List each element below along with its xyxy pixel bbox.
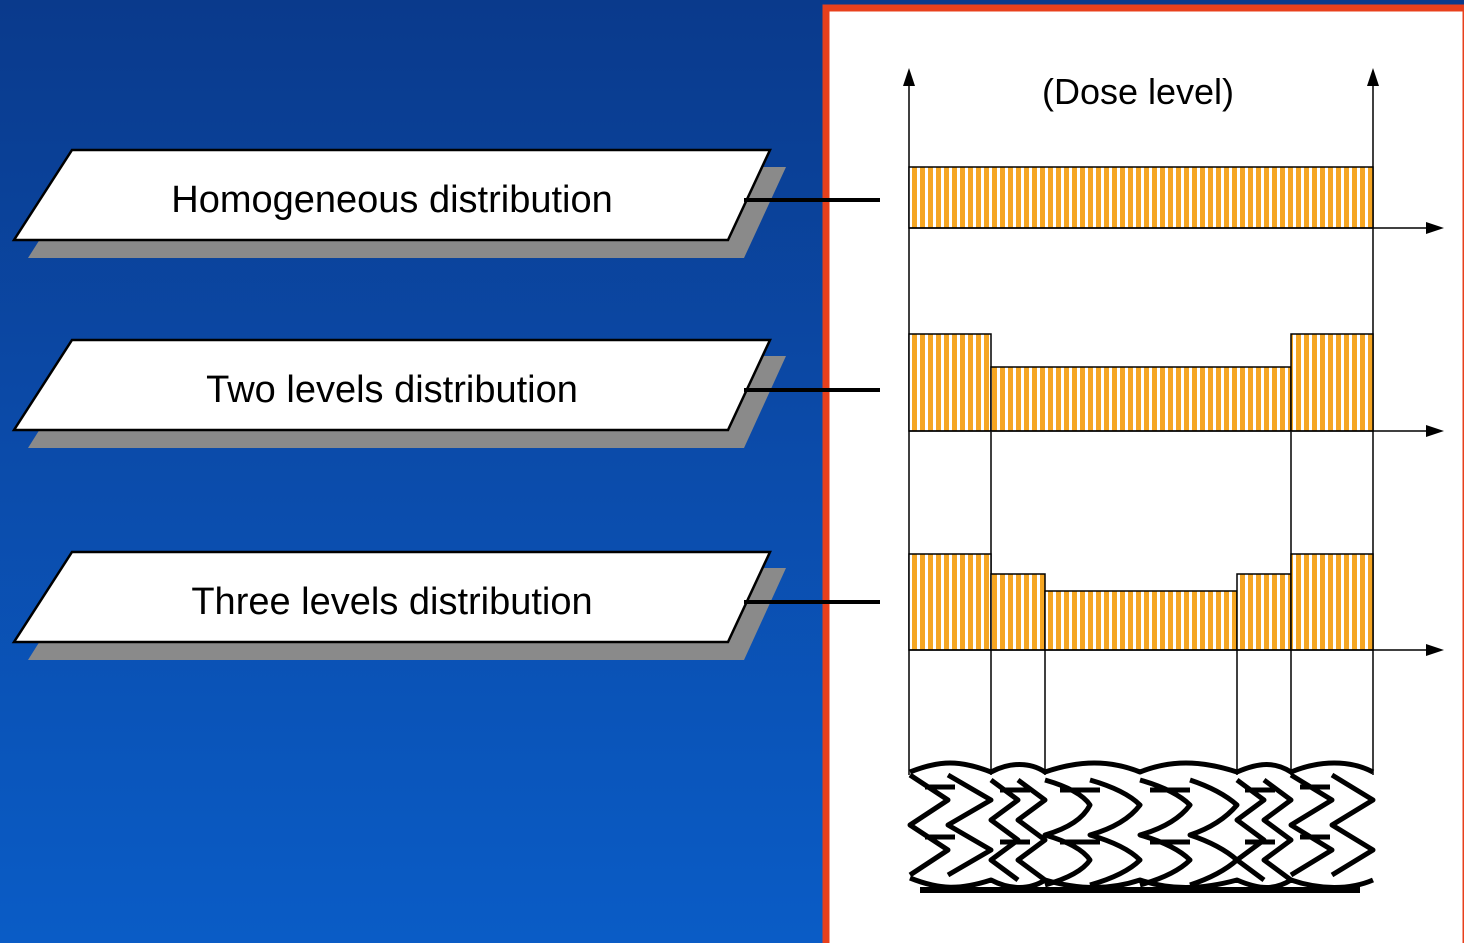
bars-three-levels [908,553,1374,651]
bar-two-low-middle [990,366,1292,432]
label-homogeneous: Homogeneous distribution [11,148,786,258]
bar-two-high-right [1290,333,1374,432]
right-arrow-row3-icon [1426,644,1444,656]
bar-three-mid-right [1236,573,1292,651]
bar-two-high-left [908,333,992,432]
bar-three-high-left [908,553,992,651]
right-arrow-row2-icon [1426,425,1444,437]
label-two-levels-text: Two levels distribution [206,369,578,411]
stent-illustration [907,760,1376,890]
dose-level-label: (Dose level) [1042,71,1234,112]
label-two-levels: Two levels distribution [11,338,786,448]
label-three-levels-text: Three levels distribution [191,581,592,623]
bars-homogeneous [908,166,1374,229]
bar-three-low-center [1044,590,1238,651]
bar-homogeneous [908,166,1374,229]
right-arrow-row1-icon [1426,222,1444,234]
bar-three-high-right [1290,553,1374,651]
horizontal-axes [909,227,1430,651]
bar-three-mid-left [990,573,1046,651]
bars-two-levels [908,333,1374,432]
up-arrow-left-icon [903,68,915,86]
up-arrow-right-icon [1367,68,1379,86]
label-three-levels: Three levels distribution [11,550,786,660]
label-homogeneous-text: Homogeneous distribution [171,179,613,221]
